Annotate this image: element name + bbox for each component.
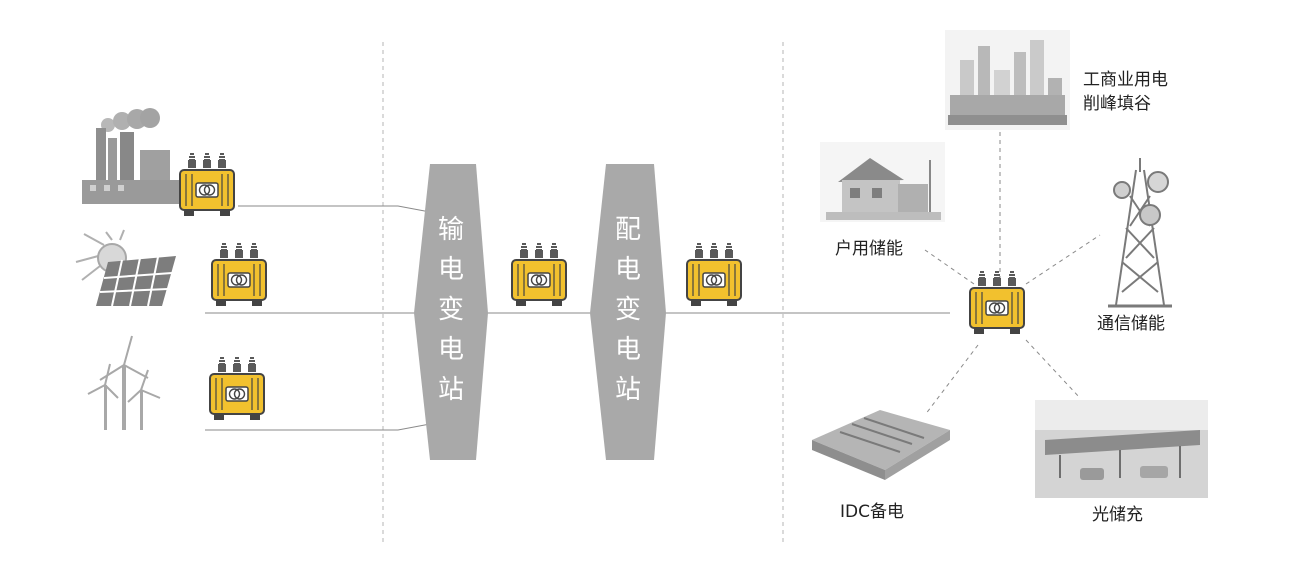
spoke-idc (924, 344, 979, 416)
distribution-station-shape (590, 164, 666, 460)
commercial-label-line2: 削峰填谷 (1083, 94, 1151, 114)
transmission-char-4: 电 (437, 335, 464, 365)
distribution-station-label: 配 电 变 电 站 (608, 210, 648, 410)
spoke-pv (1025, 339, 1081, 399)
commercial-label: 工商业用电 削峰填谷 (1083, 68, 1168, 116)
distribution-char-5: 站 (614, 375, 641, 405)
spoke-household (924, 249, 975, 285)
distribution-char-1: 配 (614, 215, 641, 245)
line-wind (205, 423, 431, 431)
factory-icon (82, 108, 182, 204)
wind-turbine-icon (87, 335, 161, 430)
commercial-building-image (945, 30, 1070, 130)
telecom-label: 通信储能 (1097, 314, 1165, 334)
idc-label: IDC备电 (840, 502, 904, 522)
household-house-image (820, 142, 945, 222)
solar-panel-icon (75, 229, 176, 307)
pv-storage-charging-image (1035, 400, 1208, 498)
transmission-station-label: 输 电 变 电 站 (431, 210, 471, 410)
transmission-char-3: 变 (437, 295, 464, 325)
household-label: 户用储能 (835, 239, 903, 259)
transformer-factory (179, 153, 235, 217)
transmission-char-1: 输 (437, 215, 464, 245)
distribution-char-2: 电 (614, 255, 641, 285)
telecom-tower-image (1108, 158, 1172, 308)
idc-datacenter-image (812, 410, 950, 480)
transmission-station-shape (414, 164, 488, 460)
distribution-char-3: 变 (614, 295, 641, 325)
transformer-wind (209, 357, 265, 421)
commercial-label-line1: 工商业用电 (1083, 70, 1168, 90)
distribution-char-4: 电 (614, 335, 641, 365)
transformer-mid-1 (511, 243, 567, 307)
line-factory (238, 205, 431, 213)
transformer-solar (211, 243, 267, 307)
transformer-mid-2 (686, 243, 742, 307)
spoke-telecom (1025, 234, 1101, 285)
pv-storage-charging-label: 光储充 (1092, 505, 1143, 525)
transmission-char-2: 电 (437, 255, 464, 285)
transformer-hub (969, 271, 1025, 335)
transmission-char-5: 站 (437, 375, 464, 405)
